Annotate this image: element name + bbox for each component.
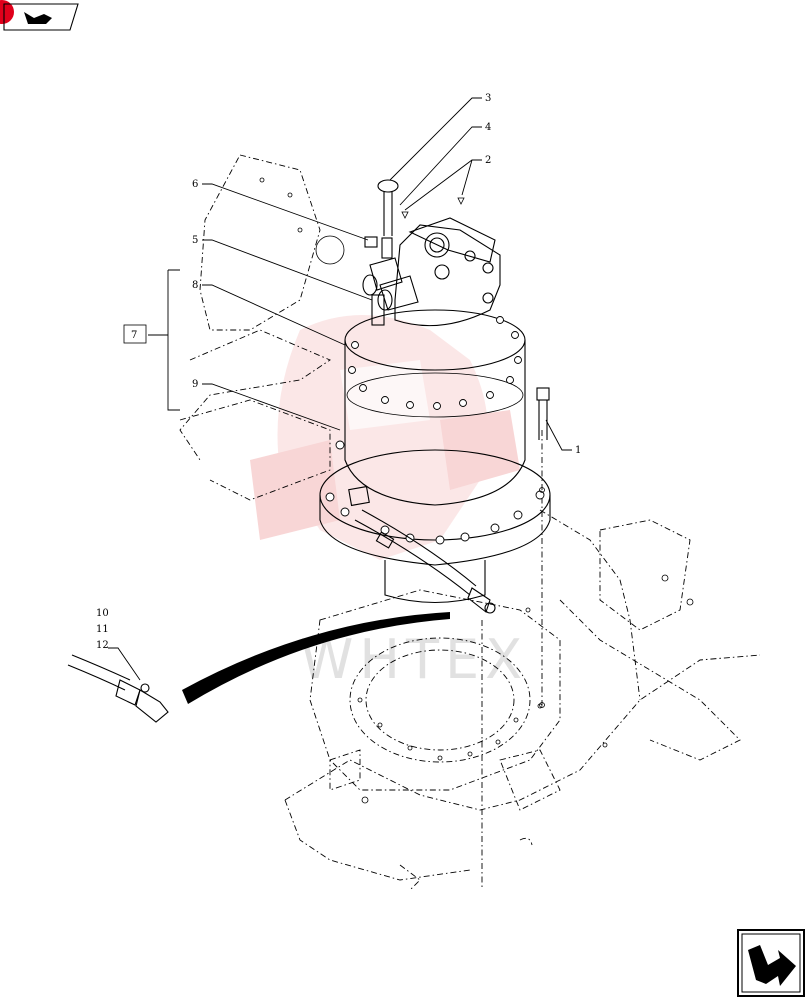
next-page-arrow-icon (748, 945, 796, 986)
callout-9: 9 (192, 379, 198, 390)
callout-5: 5 (192, 235, 198, 246)
callout-4: 4 (485, 122, 491, 133)
callout-11: 11 (96, 624, 109, 635)
swing-motor-gearbox (319, 179, 551, 708)
top-left-nav-tag[interactable] (0, 0, 79, 31)
callout-1: 1 (575, 445, 581, 456)
watermark: WHTEX (250, 315, 522, 691)
base-frame (179, 399, 761, 891)
frame-plate-upper (179, 154, 345, 461)
callout-10: 10 (96, 608, 109, 619)
next-page-button[interactable] (737, 929, 805, 997)
page-arrow-icon (24, 12, 52, 24)
callout-6: 6 (192, 179, 198, 190)
hose-detail (67, 612, 450, 723)
callout-8: 8 (192, 280, 198, 291)
callout-3: 3 (485, 93, 491, 104)
callout-2: 2 (485, 155, 491, 166)
alignment-axes (481, 430, 543, 890)
callout-12: 12 (96, 640, 109, 651)
callout-7: 7 (131, 330, 137, 341)
callout-labels: 3 4 2 6 5 8 9 1 7 10 11 12 (96, 93, 581, 651)
hydraulic-hose (354, 509, 496, 614)
leader-lines (108, 97, 572, 681)
callout-7-box: 7 (123, 324, 147, 344)
